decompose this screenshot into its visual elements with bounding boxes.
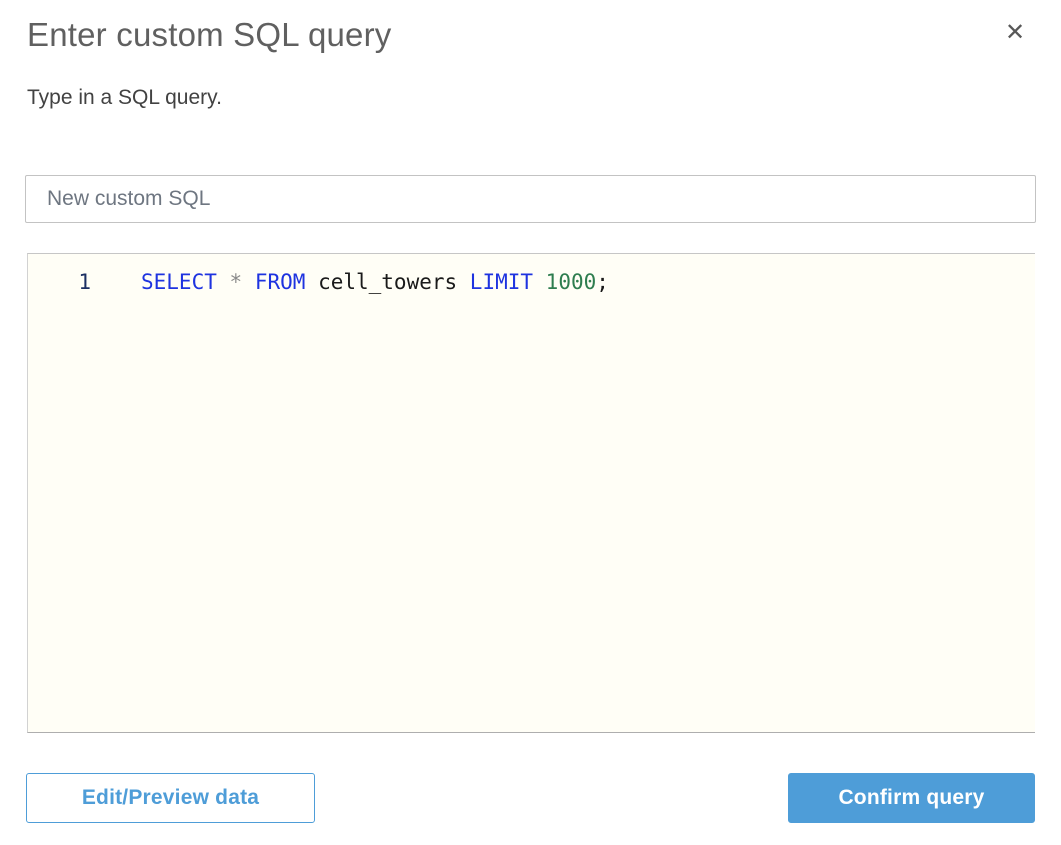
- edit-preview-data-button[interactable]: Edit/Preview data: [26, 773, 315, 823]
- dialog-subtitle: Type in a SQL query.: [27, 86, 222, 109]
- sql-semicolon: ;: [596, 270, 609, 294]
- sql-code-line: SELECT * FROM cell_towers LIMIT 1000;: [91, 267, 609, 297]
- line-number: 1: [78, 270, 91, 294]
- confirm-query-button[interactable]: Confirm query: [788, 773, 1035, 823]
- sql-table-identifier: cell_towers: [318, 270, 458, 294]
- sql-operator-star: *: [229, 270, 243, 294]
- dialog-title: Enter custom SQL query: [27, 16, 392, 53]
- code-line-row: 1 SELECT * FROM cell_towers LIMIT 1000;: [28, 254, 1035, 297]
- sql-keyword-select: SELECT: [141, 270, 217, 294]
- sql-code-editor[interactable]: 1 SELECT * FROM cell_towers LIMIT 1000;: [27, 253, 1035, 733]
- query-name-input[interactable]: [25, 175, 1036, 223]
- sql-keyword-from: FROM: [254, 270, 306, 294]
- sql-number-literal: 1000: [545, 270, 597, 294]
- sql-keyword-limit: LIMIT: [469, 270, 534, 294]
- close-icon[interactable]: ✕: [999, 16, 1031, 48]
